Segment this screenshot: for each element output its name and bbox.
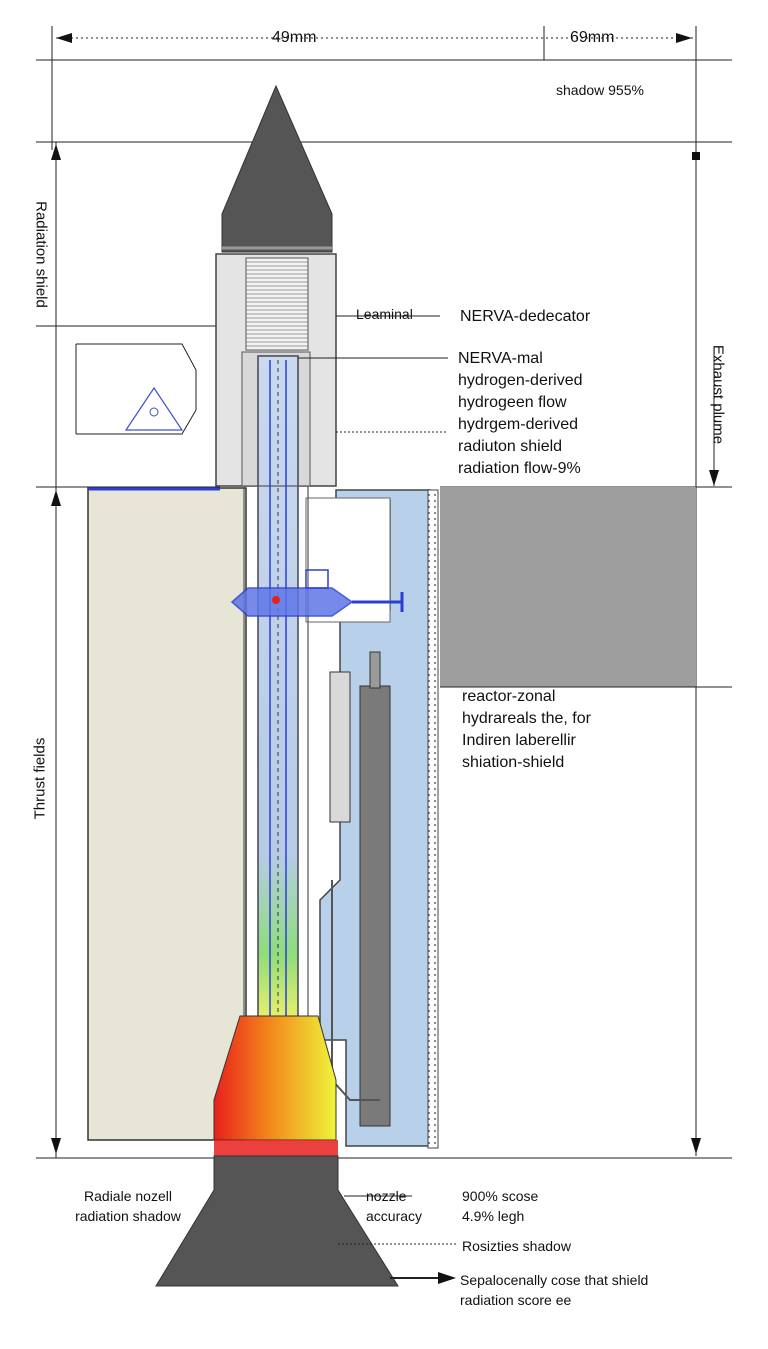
nose-cone — [221, 84, 333, 253]
leader-lines — [298, 315, 456, 1279]
rod-head — [369, 651, 381, 689]
nozzle-mid-line-1: nozzle — [366, 1188, 407, 1204]
nozzle-value-1: 900% scose — [462, 1188, 539, 1204]
left-lower-vertical-label: Thrust fields — [31, 737, 49, 820]
bottom-note-line-2: radiation score ee — [460, 1292, 572, 1308]
shield-contour — [331, 880, 380, 1101]
nozzle-bell — [155, 1155, 399, 1287]
nozzle-mid-block: nozzle accuracy — [366, 1186, 422, 1226]
bottom-note: Sepalocenally cose that shield radiation… — [460, 1270, 648, 1310]
dimension-arrow-icon — [676, 33, 692, 43]
reactor-line-2: hydrareals the, for — [462, 710, 591, 727]
nozzle-value-2: 4.9% legh — [462, 1208, 525, 1224]
top-left-dimension: 49mm — [272, 29, 317, 46]
flow-line-2: hydrogen-derived — [458, 372, 583, 389]
dimension-arrow-icon — [51, 1138, 61, 1154]
left-panel — [87, 487, 247, 1141]
left-upper-vertical-label: Radiation shield — [32, 201, 50, 308]
right-panel — [440, 487, 696, 687]
shield-dark-bar — [359, 685, 391, 1127]
flow-sensor — [272, 596, 280, 604]
right-vertical-label: Exhaust plume — [709, 344, 727, 445]
flow-line-1: NERVA-mal — [458, 350, 543, 367]
dimension-arrow-icon — [51, 490, 61, 506]
flow-line-4: hydrgem-derived — [458, 416, 579, 433]
nozzle-shadow-label: Rosizties shadow — [462, 1238, 571, 1254]
nozzle-left-block: Radiale nozell radiation shadow — [58, 1186, 198, 1226]
reactor-block: reactor-zonal hydrareals the, for Indire… — [462, 686, 591, 774]
reactor-line-4: shiation-shield — [462, 754, 565, 771]
flow-block: NERVA-mal hydrogen-derived hydrogeen flo… — [458, 348, 583, 480]
flow-manifold — [230, 587, 354, 617]
reactor-line-3: Indiren laberellir — [462, 732, 576, 749]
top-right-dimension: 69mm — [570, 29, 615, 46]
dotted-shield — [427, 489, 439, 1149]
nozzle-left-line-1: Radiale nozell — [84, 1188, 172, 1204]
shadow-percentage: shadow 955% — [556, 82, 644, 98]
moderator-prefix: Leaminal — [356, 306, 413, 322]
bottom-note-line-1: Sepalocenally cose that shield — [460, 1272, 649, 1288]
flow-line-5: radiuton shield — [458, 438, 563, 455]
nozzle-throat — [214, 1140, 338, 1156]
flow-box — [305, 569, 329, 589]
left-dimension — [36, 142, 732, 1159]
dimension-marker — [692, 152, 700, 160]
nozzle-values-block: 900% scose 4.9% legh — [462, 1186, 538, 1226]
dimension-arrow-icon — [51, 144, 61, 160]
top-dimension — [36, 26, 732, 150]
nozzle-left-line-2: radiation shadow — [75, 1208, 181, 1224]
dimension-arrow-icon — [709, 470, 719, 486]
control-rod — [329, 671, 351, 823]
dimension-arrow-icon — [691, 1138, 701, 1154]
grill — [245, 257, 309, 351]
warning-triangle-icon — [124, 386, 184, 431]
flow-line-6: radiation flow-9% — [458, 460, 581, 477]
moderator-label: NERVA-dedecator — [460, 308, 591, 325]
arrow-right-icon — [438, 1272, 456, 1284]
reactor-line-1: reactor-zonal — [462, 688, 556, 705]
warning-dot — [149, 407, 159, 417]
nozzle-mid-line-2: accuracy — [366, 1208, 423, 1224]
callout-box — [75, 343, 197, 435]
dimension-arrow-icon — [56, 33, 72, 43]
flow-line-3: hydrogeen flow — [458, 394, 567, 411]
